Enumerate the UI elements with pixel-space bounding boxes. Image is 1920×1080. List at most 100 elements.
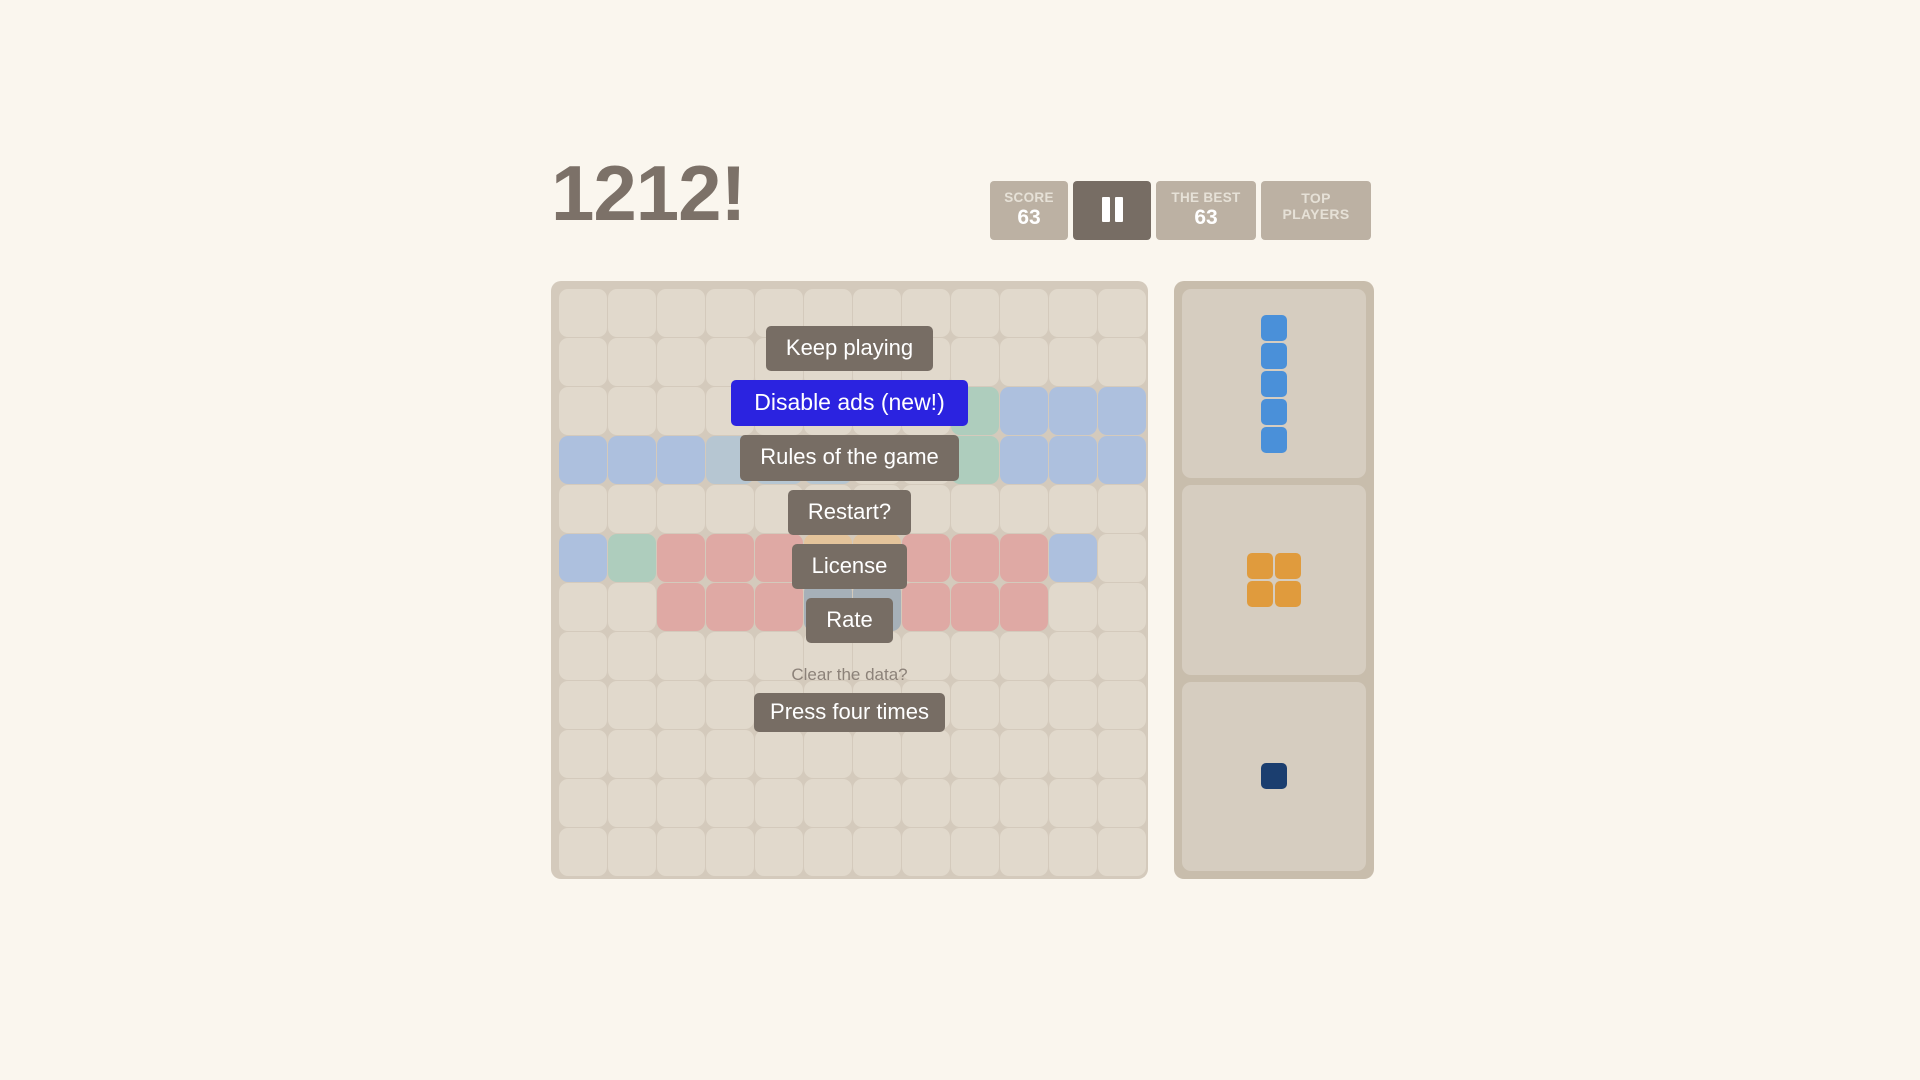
board-cell[interactable] bbox=[902, 583, 950, 631]
board-cell[interactable] bbox=[755, 828, 803, 876]
board-cell[interactable] bbox=[706, 583, 754, 631]
board-cell[interactable] bbox=[1049, 681, 1097, 729]
board-cell[interactable] bbox=[902, 632, 950, 680]
press-four-times-button[interactable]: Press four times bbox=[754, 693, 945, 733]
board-cell[interactable] bbox=[608, 828, 656, 876]
board-cell[interactable] bbox=[706, 681, 754, 729]
board-cell[interactable] bbox=[608, 681, 656, 729]
board-cell[interactable] bbox=[951, 681, 999, 729]
license-button[interactable]: License bbox=[791, 543, 908, 590]
board-cell[interactable] bbox=[657, 828, 705, 876]
board-cell[interactable] bbox=[1049, 436, 1097, 484]
board-cell[interactable] bbox=[1000, 681, 1048, 729]
board-cell[interactable] bbox=[951, 289, 999, 337]
board-cell[interactable] bbox=[559, 534, 607, 582]
board-cell[interactable] bbox=[951, 485, 999, 533]
board-cell[interactable] bbox=[559, 828, 607, 876]
board-cell[interactable] bbox=[1049, 387, 1097, 435]
board-cell[interactable] bbox=[1098, 485, 1146, 533]
board-cell[interactable] bbox=[657, 436, 705, 484]
board-cell[interactable] bbox=[608, 730, 656, 778]
board-cell[interactable] bbox=[608, 779, 656, 827]
board-cell[interactable] bbox=[951, 779, 999, 827]
board-cell[interactable] bbox=[853, 730, 901, 778]
board-cell[interactable] bbox=[1049, 779, 1097, 827]
board-cell[interactable] bbox=[1000, 779, 1048, 827]
board-cell[interactable] bbox=[608, 583, 656, 631]
board-cell[interactable] bbox=[755, 730, 803, 778]
board-cell[interactable] bbox=[706, 779, 754, 827]
board-cell[interactable] bbox=[559, 681, 607, 729]
board-cell[interactable] bbox=[706, 534, 754, 582]
board-cell[interactable] bbox=[1000, 632, 1048, 680]
board-cell[interactable] bbox=[1000, 436, 1048, 484]
board-cell[interactable] bbox=[1098, 632, 1146, 680]
board-cell[interactable] bbox=[804, 730, 852, 778]
board-cell[interactable] bbox=[657, 338, 705, 386]
board-cell[interactable] bbox=[951, 730, 999, 778]
board-cell[interactable] bbox=[608, 534, 656, 582]
board-cell[interactable] bbox=[657, 387, 705, 435]
board-cell[interactable] bbox=[1049, 289, 1097, 337]
board-cell[interactable] bbox=[755, 583, 803, 631]
board-cell[interactable] bbox=[1098, 681, 1146, 729]
board-cell[interactable] bbox=[608, 632, 656, 680]
board-cell[interactable] bbox=[902, 779, 950, 827]
preview-slot-2[interactable] bbox=[1182, 485, 1366, 675]
rules-of-the-game-button[interactable]: Rules of the game bbox=[740, 435, 959, 481]
board-cell[interactable] bbox=[706, 632, 754, 680]
board-cell[interactable] bbox=[1098, 583, 1146, 631]
board-cell[interactable] bbox=[657, 632, 705, 680]
board-cell[interactable] bbox=[559, 338, 607, 386]
board-cell[interactable] bbox=[706, 338, 754, 386]
board-cell[interactable] bbox=[559, 387, 607, 435]
board-cell[interactable] bbox=[1000, 583, 1048, 631]
board-cell[interactable] bbox=[559, 583, 607, 631]
board-cell[interactable] bbox=[853, 779, 901, 827]
disable-ads-button[interactable]: Disable ads (new!) bbox=[731, 380, 968, 427]
board-cell[interactable] bbox=[804, 828, 852, 876]
restart-button[interactable]: Restart? bbox=[787, 489, 912, 535]
board-cell[interactable] bbox=[559, 436, 607, 484]
preview-slot-3[interactable] bbox=[1182, 681, 1366, 871]
board-cell[interactable] bbox=[902, 730, 950, 778]
board-cell[interactable] bbox=[559, 632, 607, 680]
board-cell[interactable] bbox=[608, 436, 656, 484]
board-cell[interactable] bbox=[1049, 534, 1097, 582]
board-cell[interactable] bbox=[1098, 338, 1146, 386]
board-cell[interactable] bbox=[1049, 828, 1097, 876]
board-cell[interactable] bbox=[559, 730, 607, 778]
preview-slot-1[interactable] bbox=[1182, 289, 1366, 479]
board-cell[interactable] bbox=[657, 730, 705, 778]
board-cell[interactable] bbox=[1098, 828, 1146, 876]
board-cell[interactable] bbox=[1000, 730, 1048, 778]
board-cell[interactable] bbox=[1049, 338, 1097, 386]
board-cell[interactable] bbox=[1098, 436, 1146, 484]
board-cell[interactable] bbox=[657, 485, 705, 533]
board-cell[interactable] bbox=[1049, 730, 1097, 778]
board-cell[interactable] bbox=[1000, 534, 1048, 582]
board-cell[interactable] bbox=[608, 289, 656, 337]
board-cell[interactable] bbox=[902, 534, 950, 582]
board-cell[interactable] bbox=[657, 289, 705, 337]
rate-button[interactable]: Rate bbox=[806, 598, 893, 644]
board-cell[interactable] bbox=[608, 338, 656, 386]
keep-playing-button[interactable]: Keep playing bbox=[765, 326, 934, 372]
board-cell[interactable] bbox=[1049, 632, 1097, 680]
board-cell[interactable] bbox=[1098, 289, 1146, 337]
board-cell[interactable] bbox=[951, 436, 999, 484]
board-cell[interactable] bbox=[559, 289, 607, 337]
board-cell[interactable] bbox=[657, 779, 705, 827]
board-cell[interactable] bbox=[657, 681, 705, 729]
board-cell[interactable] bbox=[951, 338, 999, 386]
board-cell[interactable] bbox=[755, 779, 803, 827]
board-cell[interactable] bbox=[1000, 289, 1048, 337]
board-cell[interactable] bbox=[608, 387, 656, 435]
board-cell[interactable] bbox=[657, 534, 705, 582]
top-players-button[interactable]: TOP PLAYERS bbox=[1261, 181, 1371, 240]
board-cell[interactable] bbox=[706, 828, 754, 876]
board-cell[interactable] bbox=[951, 534, 999, 582]
board-cell[interactable] bbox=[1049, 485, 1097, 533]
board-cell[interactable] bbox=[608, 485, 656, 533]
board-cell[interactable] bbox=[706, 485, 754, 533]
